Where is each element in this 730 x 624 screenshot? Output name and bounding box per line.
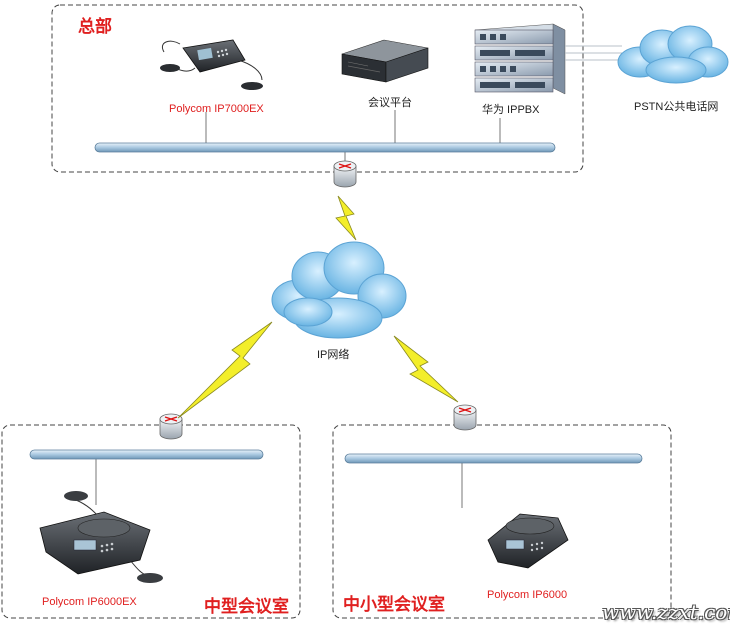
medium-room-title: 中型会议室 xyxy=(204,597,289,616)
hq-network-bus xyxy=(94,142,556,153)
watermark: www.zzxt.com xyxy=(602,600,730,624)
ippbx-rack-icon xyxy=(474,23,566,95)
pstn-link-lines xyxy=(565,45,622,61)
lightning-icon xyxy=(177,195,459,419)
pstn-label: PSTN公共电话网 xyxy=(634,101,719,113)
small-room-title: 中小型会议室 xyxy=(343,595,445,614)
hq-title: 总部 xyxy=(78,17,112,36)
medium-room-phone-label: Polycom IP6000EX xyxy=(42,596,137,608)
platform-label: 会议平台 xyxy=(368,97,412,109)
hq-router-icon xyxy=(333,160,357,188)
ippbx-label: 华为 IPPBX xyxy=(482,104,540,116)
small-room-router-icon xyxy=(453,404,477,431)
small-room-zone xyxy=(332,424,672,619)
hq-phone-label: Polycom IP7000EX xyxy=(169,103,264,115)
conference-phone-icon xyxy=(160,39,263,90)
pstn-cloud-icon xyxy=(617,25,729,84)
ip-network-cloud-icon xyxy=(271,241,407,339)
medium-room-bus xyxy=(29,449,264,460)
server-icon xyxy=(341,39,429,83)
conference-phone-ip6000-icon xyxy=(487,513,569,569)
small-room-phone-label: Polycom IP6000 xyxy=(487,589,568,601)
medium-room-router-icon xyxy=(159,413,183,440)
ip-network-label: IP网络 xyxy=(317,349,350,361)
connector-lines xyxy=(95,110,501,508)
conference-phone-ip6000ex-icon xyxy=(39,491,163,583)
medium-room-zone xyxy=(1,424,301,619)
small-room-bus xyxy=(344,453,643,464)
hq-zone xyxy=(51,4,584,173)
